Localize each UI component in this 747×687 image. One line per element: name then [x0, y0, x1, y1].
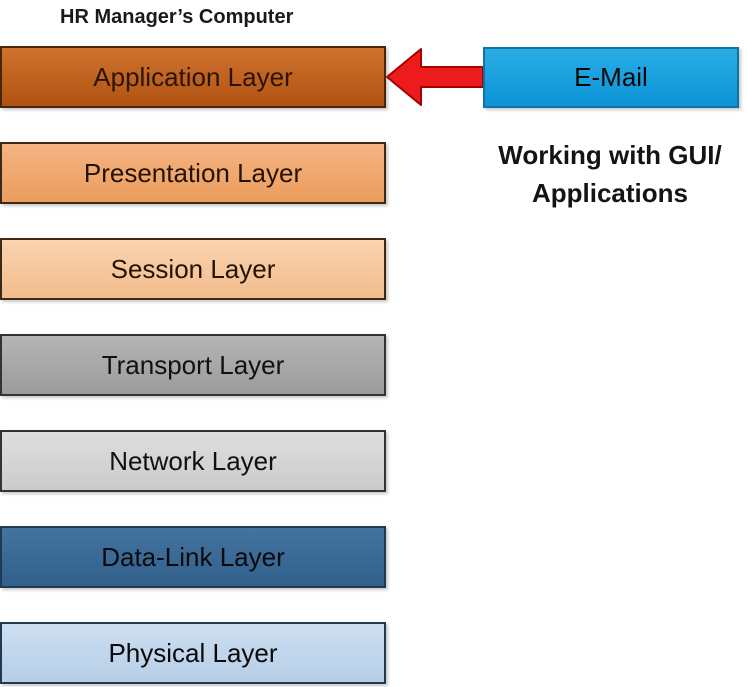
- layer-label-presentation-layer: Presentation Layer: [83, 157, 303, 188]
- layer-box-presentation-layer: Presentation Layer: [0, 142, 386, 204]
- layer-box-data-link-layer: Data-Link Layer: [0, 526, 386, 588]
- layer-box-transport-layer: Transport Layer: [0, 334, 386, 396]
- layer-box-network-layer: Network Layer: [0, 430, 386, 492]
- layer-label-application-layer: Application Layer: [93, 61, 293, 92]
- layer-box-application-layer: Application Layer: [0, 46, 386, 108]
- layer-label-data-link-layer: Data-Link Layer: [101, 541, 285, 572]
- layer-label-session-layer: Session Layer: [110, 253, 276, 284]
- annotation-line-1: Working with GUI/: [498, 140, 722, 170]
- email-box: E-Mail: [483, 47, 739, 108]
- layer-label-transport-layer: Transport Layer: [101, 349, 285, 380]
- diagram-title: HR Manager’s Computer: [60, 6, 294, 28]
- layer-box-physical-layer: Physical Layer: [0, 622, 386, 684]
- layer-box-session-layer: Session Layer: [0, 238, 386, 300]
- email-box-label: E-Mail: [574, 62, 648, 92]
- layer-label-network-layer: Network Layer: [109, 445, 277, 476]
- email-to-application-arrow-icon: [386, 48, 484, 106]
- layer-label-physical-layer: Physical Layer: [108, 637, 278, 668]
- annotation-line-2: Applications: [531, 178, 688, 208]
- layer-stack: Application Layer Presentation Layer Ses…: [0, 46, 386, 687]
- annotation-text: Working with GUI/ Applications: [465, 136, 747, 212]
